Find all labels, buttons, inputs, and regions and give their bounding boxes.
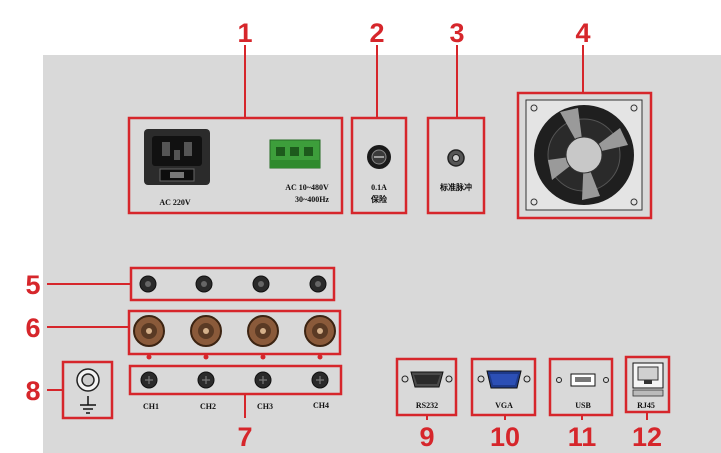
dc-input-label-line2: 30~400Hz <box>295 195 329 204</box>
red-indicator-dots <box>146 354 323 360</box>
callout-6: 6 <box>25 313 40 343</box>
standard-pulse-label: 标准脉冲 <box>439 182 472 192</box>
fuse-holder <box>367 145 391 169</box>
channel-row-box <box>128 364 343 396</box>
ch2-label: CH2 <box>200 402 216 411</box>
callout-8: 8 <box>25 376 40 406</box>
channel-connectors <box>140 371 329 389</box>
cooling-fan <box>525 99 643 211</box>
callout-4: 4 <box>575 18 590 48</box>
usb-label: USB <box>575 401 591 410</box>
fuse-label-line2: 保险 <box>370 194 388 204</box>
ch4-label: CH4 <box>313 401 329 410</box>
callout-10: 10 <box>490 422 520 452</box>
ch1-label: CH1 <box>143 402 159 411</box>
callout-9: 9 <box>419 422 434 452</box>
ac-power-label: AC 220V <box>159 198 191 207</box>
power-section-box <box>127 116 344 215</box>
callout-1: 1 <box>237 18 252 48</box>
bnc-connectors <box>133 315 336 347</box>
standard-pulse-connector <box>447 149 465 167</box>
ch3-label: CH3 <box>257 402 273 411</box>
vga-box <box>470 357 537 417</box>
rs232-port <box>401 371 453 388</box>
vga-label: VGA <box>495 401 513 410</box>
rs232-label: RS232 <box>416 401 438 410</box>
fuse-label-line1: 0.1A <box>371 183 387 192</box>
bnc-row-box <box>127 309 342 356</box>
aux-connectors <box>139 275 327 293</box>
ground-icon <box>80 396 96 414</box>
ground-terminal <box>76 368 100 392</box>
callout-11: 11 <box>568 422 597 452</box>
fan-box <box>516 91 653 220</box>
callout-3: 3 <box>449 18 464 48</box>
vga-port <box>477 370 531 389</box>
callout-2: 2 <box>369 18 384 48</box>
callout-12: 12 <box>632 422 662 452</box>
dc-input-label-line1: AC 10~480V <box>285 183 329 192</box>
rj45-label: RJ45 <box>637 401 655 410</box>
usb-port <box>556 373 609 387</box>
ac-power-inlet <box>144 129 210 185</box>
terminal-block <box>269 139 321 169</box>
rj45-port <box>632 362 664 397</box>
callout-5: 5 <box>25 270 40 300</box>
fuse-box <box>350 116 408 215</box>
callout-7: 7 <box>237 422 252 452</box>
